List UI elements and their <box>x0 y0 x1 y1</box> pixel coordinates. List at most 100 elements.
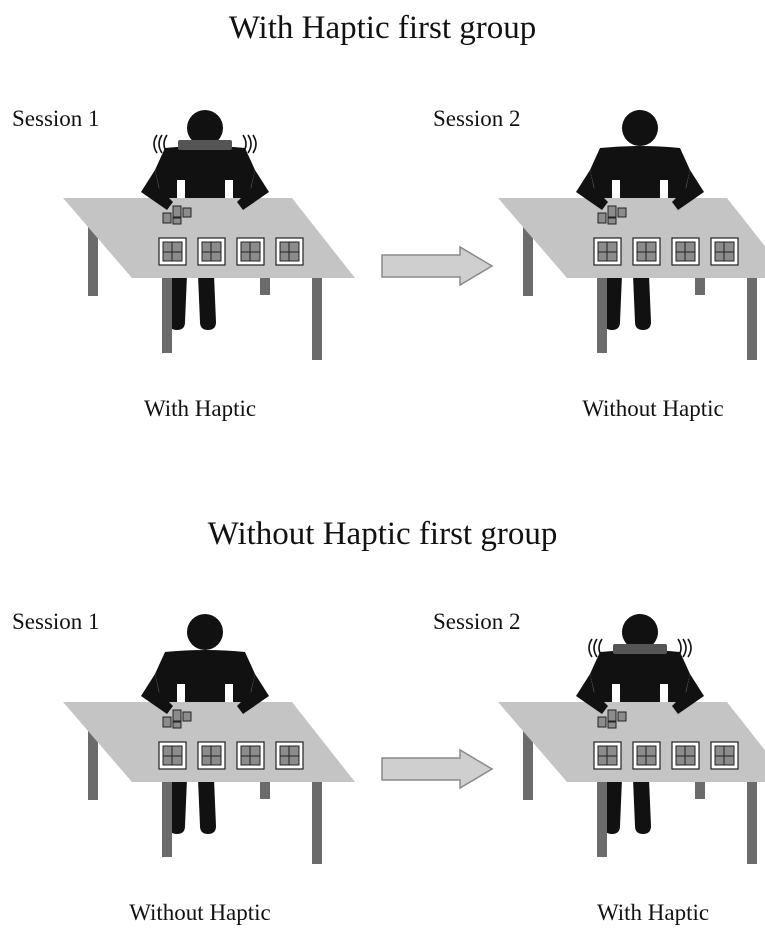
table-leg <box>162 782 172 857</box>
person-icon <box>155 110 255 204</box>
arrow-shape <box>381 245 494 287</box>
table-leg <box>747 782 757 864</box>
puzzle-card <box>593 741 622 770</box>
session-label: Session 1 <box>12 106 100 131</box>
group-title: Without Haptic first group <box>207 516 558 552</box>
right-arrow-icon <box>381 748 494 790</box>
puzzle-block <box>617 207 627 218</box>
session-label: Session 2 <box>433 106 521 131</box>
person-head <box>622 110 658 146</box>
table-leg <box>162 278 172 353</box>
puzzle-block <box>607 721 617 729</box>
puzzle-block <box>172 709 182 722</box>
table-leg <box>695 265 705 295</box>
puzzle-card <box>632 741 661 770</box>
table-leg <box>523 220 533 296</box>
puzzle-block <box>172 217 182 225</box>
puzzle-block <box>182 711 192 722</box>
table-leg <box>260 265 270 295</box>
table-leg <box>523 724 533 800</box>
person-icon <box>590 110 690 204</box>
puzzle-card <box>197 237 226 266</box>
person-leg-left <box>169 779 187 834</box>
puzzle-card <box>710 237 739 266</box>
table-leg <box>597 782 607 857</box>
group-title: With Haptic first group <box>228 10 537 46</box>
person-arm-right <box>672 170 704 210</box>
puzzle-card <box>710 741 739 770</box>
puzzle-card <box>671 237 700 266</box>
condition-label: Without Haptic <box>582 396 724 421</box>
puzzle-block <box>172 205 182 218</box>
session-scene <box>63 614 355 864</box>
person-leg-left <box>604 779 622 834</box>
puzzle-block <box>597 716 607 728</box>
person-torso <box>155 650 255 708</box>
puzzle-card <box>236 237 265 266</box>
puzzle-block <box>607 205 617 218</box>
person-icon <box>590 614 690 708</box>
puzzle-card <box>275 741 304 770</box>
session-label: Session 1 <box>12 609 100 634</box>
person-leg-left <box>169 275 187 330</box>
session-scene <box>63 110 355 360</box>
person-arm-right <box>672 674 704 714</box>
person-torso <box>155 146 255 204</box>
puzzle-block <box>617 711 627 722</box>
condition-label: Without Haptic <box>129 900 271 925</box>
group-panel-without-haptic-first: Without Haptic first group Session 1 Wit… <box>0 464 765 928</box>
puzzle-card <box>197 741 226 770</box>
person-leg-left <box>604 275 622 330</box>
person-arm-left <box>141 170 173 210</box>
table-leg <box>747 278 757 360</box>
person-leg-right <box>633 275 651 330</box>
puzzle-card <box>671 741 700 770</box>
puzzle-block <box>182 207 192 218</box>
person-arm-right <box>237 170 269 210</box>
table-leg <box>597 278 607 353</box>
table-leg <box>260 769 270 799</box>
person-arm-left <box>576 170 608 210</box>
puzzle-block <box>162 716 172 728</box>
table-leg <box>312 782 322 864</box>
group-panel-with-haptic-first: With Haptic first group Session 1 With H… <box>0 0 765 464</box>
haptic-collar <box>178 140 232 150</box>
person-leg-right <box>198 275 216 330</box>
person-arm-left <box>576 674 608 714</box>
arrow-shape <box>381 748 494 790</box>
person-torso <box>590 146 690 204</box>
person-head <box>187 110 223 146</box>
condition-label: With Haptic <box>143 396 257 421</box>
person-head <box>622 614 658 650</box>
table-leg <box>88 724 98 800</box>
puzzle-block <box>172 721 182 729</box>
vibration-icon <box>588 638 692 658</box>
puzzle-card <box>236 741 265 770</box>
person-leg-right <box>633 779 651 834</box>
session-label: Session 2 <box>433 609 521 634</box>
puzzle-card <box>593 237 622 266</box>
table-leg <box>312 278 322 360</box>
puzzle-block <box>607 709 617 722</box>
puzzle-card <box>632 237 661 266</box>
condition-label: With Haptic <box>596 900 710 925</box>
haptic-collar <box>613 644 667 654</box>
person-arm-right <box>237 674 269 714</box>
vibration-icon <box>153 134 257 154</box>
puzzle-card <box>158 237 187 266</box>
person-torso <box>590 650 690 708</box>
person-arm-left <box>141 674 173 714</box>
person-icon <box>155 614 255 708</box>
puzzle-block <box>597 212 607 224</box>
table-leg <box>88 220 98 296</box>
table-leg <box>695 769 705 799</box>
puzzle-block <box>607 217 617 225</box>
person-leg-right <box>198 779 216 834</box>
puzzle-card <box>275 237 304 266</box>
person-head <box>187 614 223 650</box>
puzzle-block <box>162 212 172 224</box>
puzzle-card <box>158 741 187 770</box>
session-scene <box>498 110 765 360</box>
session-scene <box>498 614 765 864</box>
right-arrow-icon <box>381 245 494 287</box>
